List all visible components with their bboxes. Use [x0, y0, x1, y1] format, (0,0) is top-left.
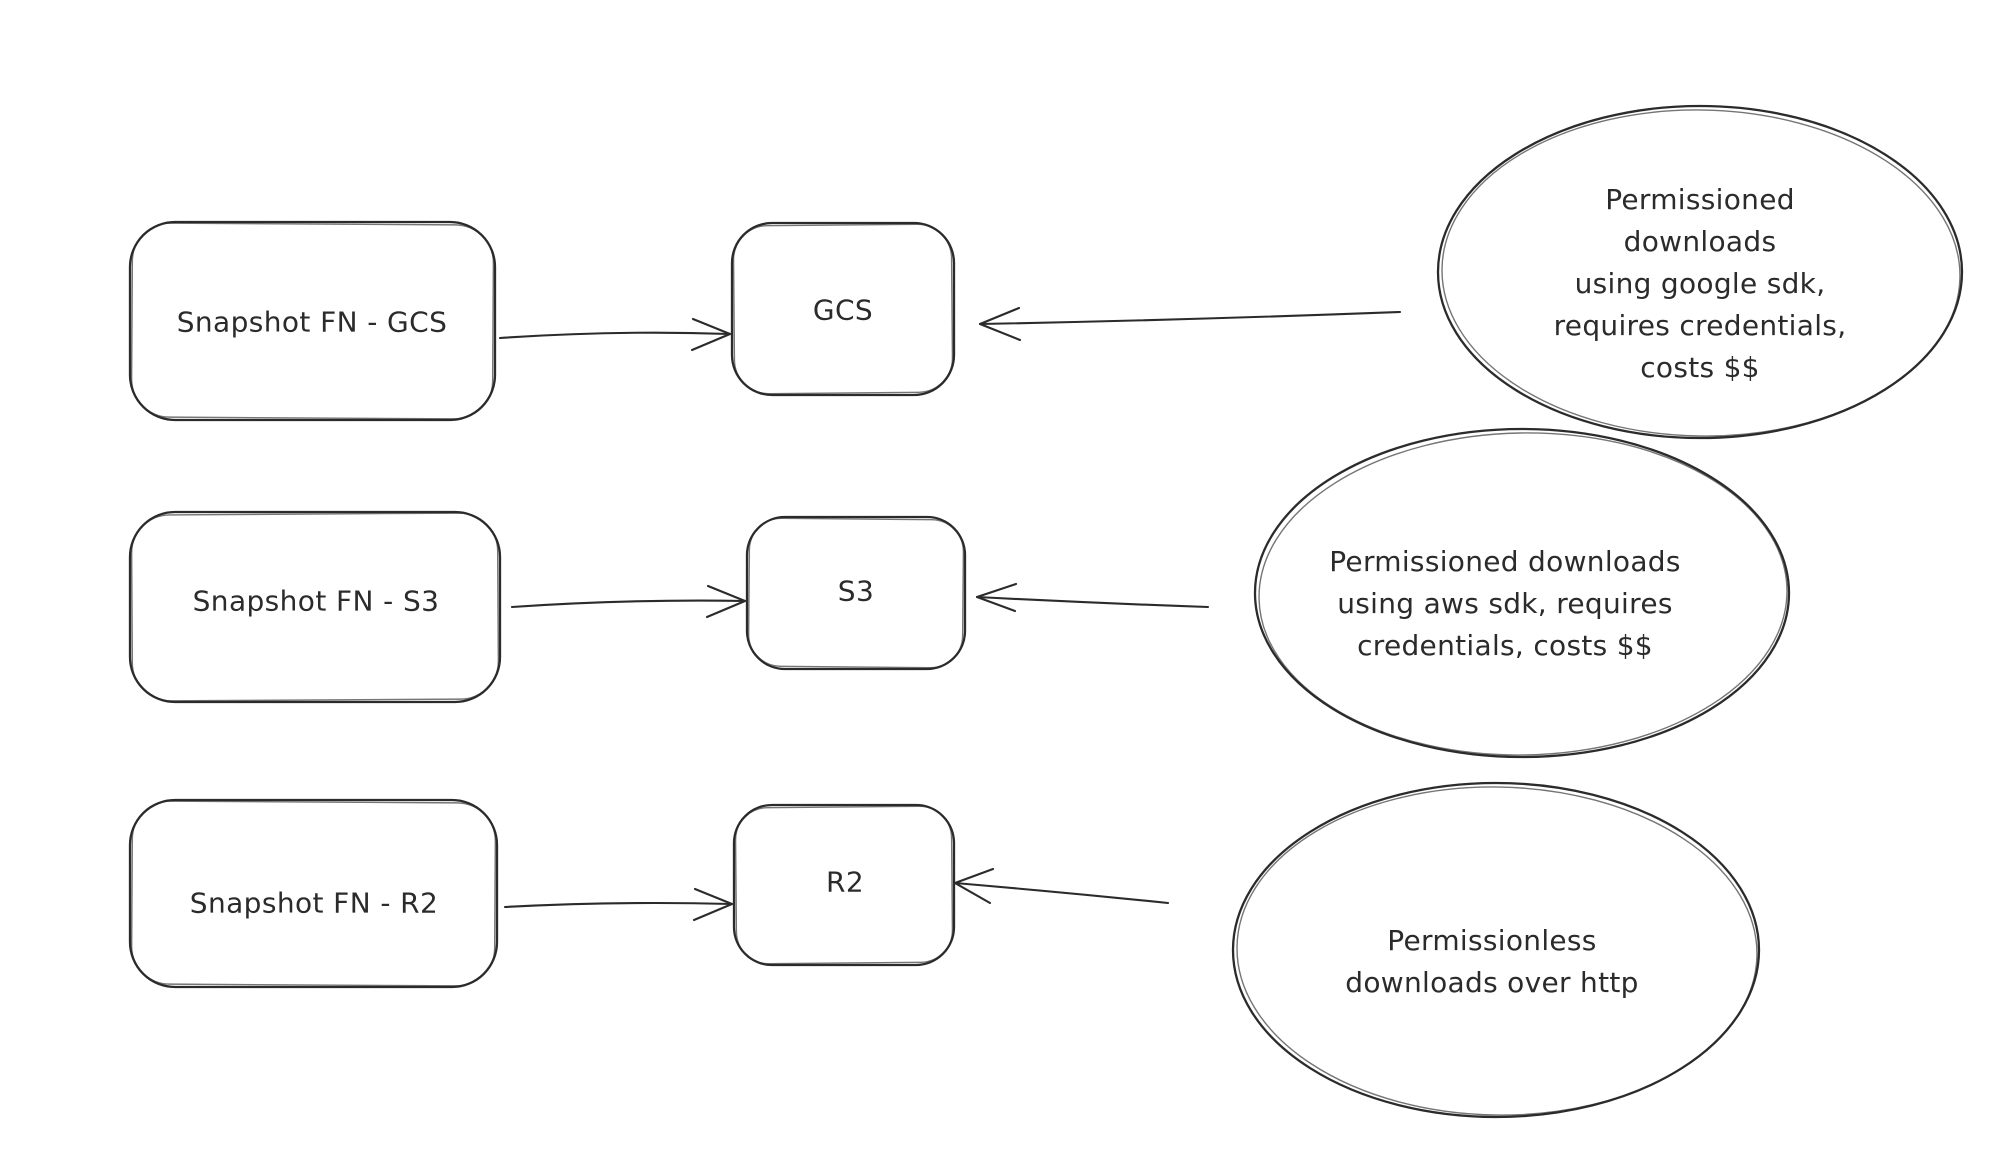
- note-ellipse-r2: [1231, 781, 1761, 1119]
- arrow-note-to-gcs: [978, 306, 1402, 342]
- label-snapshot-fn-s3: Snapshot FN - S3: [192, 584, 440, 618]
- note-text-s3: Permissioned downloads using aws sdk, re…: [1329, 545, 1681, 662]
- label-snapshot-fn-gcs: Snapshot FN - GCS: [176, 305, 448, 339]
- label-s3: S3: [837, 574, 875, 608]
- arrow-snapshot-to-gcs: [498, 317, 732, 352]
- arrow-snapshot-to-s3: [510, 584, 747, 619]
- node-r2-box: [732, 803, 956, 967]
- node-gcs-box: [730, 221, 956, 397]
- arrow-snapshot-to-r2: [503, 887, 734, 922]
- arrow-note-to-s3: [975, 582, 1210, 613]
- label-r2: R2: [825, 865, 865, 899]
- node-snapshot-fn-s3-box: [128, 510, 502, 704]
- note-ellipse-gcs: [1436, 104, 1964, 440]
- note-text-gcs: Permissioned downloads using google sdk,…: [1553, 183, 1847, 384]
- arrow-note-to-r2: [953, 867, 1170, 905]
- label-snapshot-fn-r2: Snapshot FN - R2: [189, 886, 439, 920]
- node-snapshot-fn-r2-box: [128, 798, 499, 989]
- note-text-r2: Permissionless downloads over http: [1345, 924, 1639, 999]
- note-ellipse-s3: [1253, 427, 1791, 759]
- node-snapshot-fn-gcs-box: [128, 220, 497, 422]
- node-s3-box: [745, 515, 967, 671]
- label-gcs: GCS: [812, 293, 874, 327]
